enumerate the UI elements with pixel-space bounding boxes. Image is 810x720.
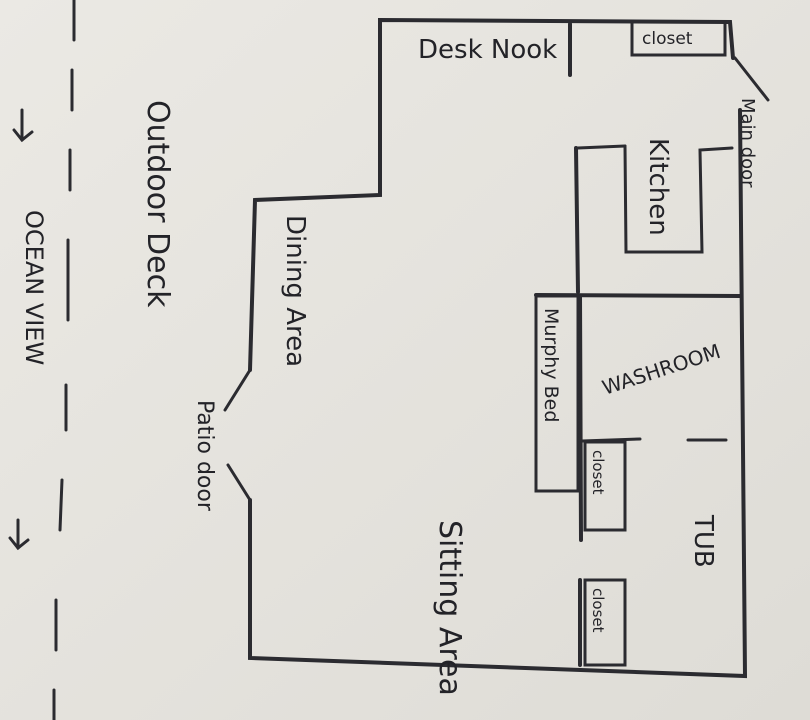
label-murphy-bed: Murphy Bed: [540, 308, 562, 422]
label-sitting-area: Sitting Area: [432, 520, 467, 696]
kitchen-walls: [574, 144, 734, 294]
closet-top-outline: [630, 20, 727, 57]
washroom-walls: [534, 293, 742, 667]
label-closet-top: closet: [642, 29, 693, 49]
closet-bottom-outline: [583, 578, 627, 667]
label-closet-bottom: closet: [589, 588, 607, 633]
patio-door: [223, 368, 252, 502]
murphy-bed-outline: [534, 294, 580, 493]
label-main-door: Main door: [737, 98, 758, 188]
label-ocean-view: OCEAN VIEW: [20, 210, 48, 365]
label-closet-washroom: closet: [589, 450, 607, 495]
label-kitchen: Kitchen: [643, 138, 673, 236]
label-patio-door: Patio door: [192, 400, 217, 512]
outer-walls: [248, 17, 748, 679]
arrow-down-icon: [8, 518, 30, 551]
label-desk: Desk Nook: [418, 35, 557, 65]
ocean-boundary-dashes: [52, 0, 76, 720]
label-outdoor-deck: Outdoor Deck: [140, 100, 175, 308]
label-tub: TUB: [688, 514, 718, 568]
closet-washroom-outline: [583, 440, 627, 532]
arrow-down-icon: [12, 108, 34, 143]
label-dining-area: Dining Area: [280, 215, 310, 367]
main-door: [733, 56, 770, 102]
